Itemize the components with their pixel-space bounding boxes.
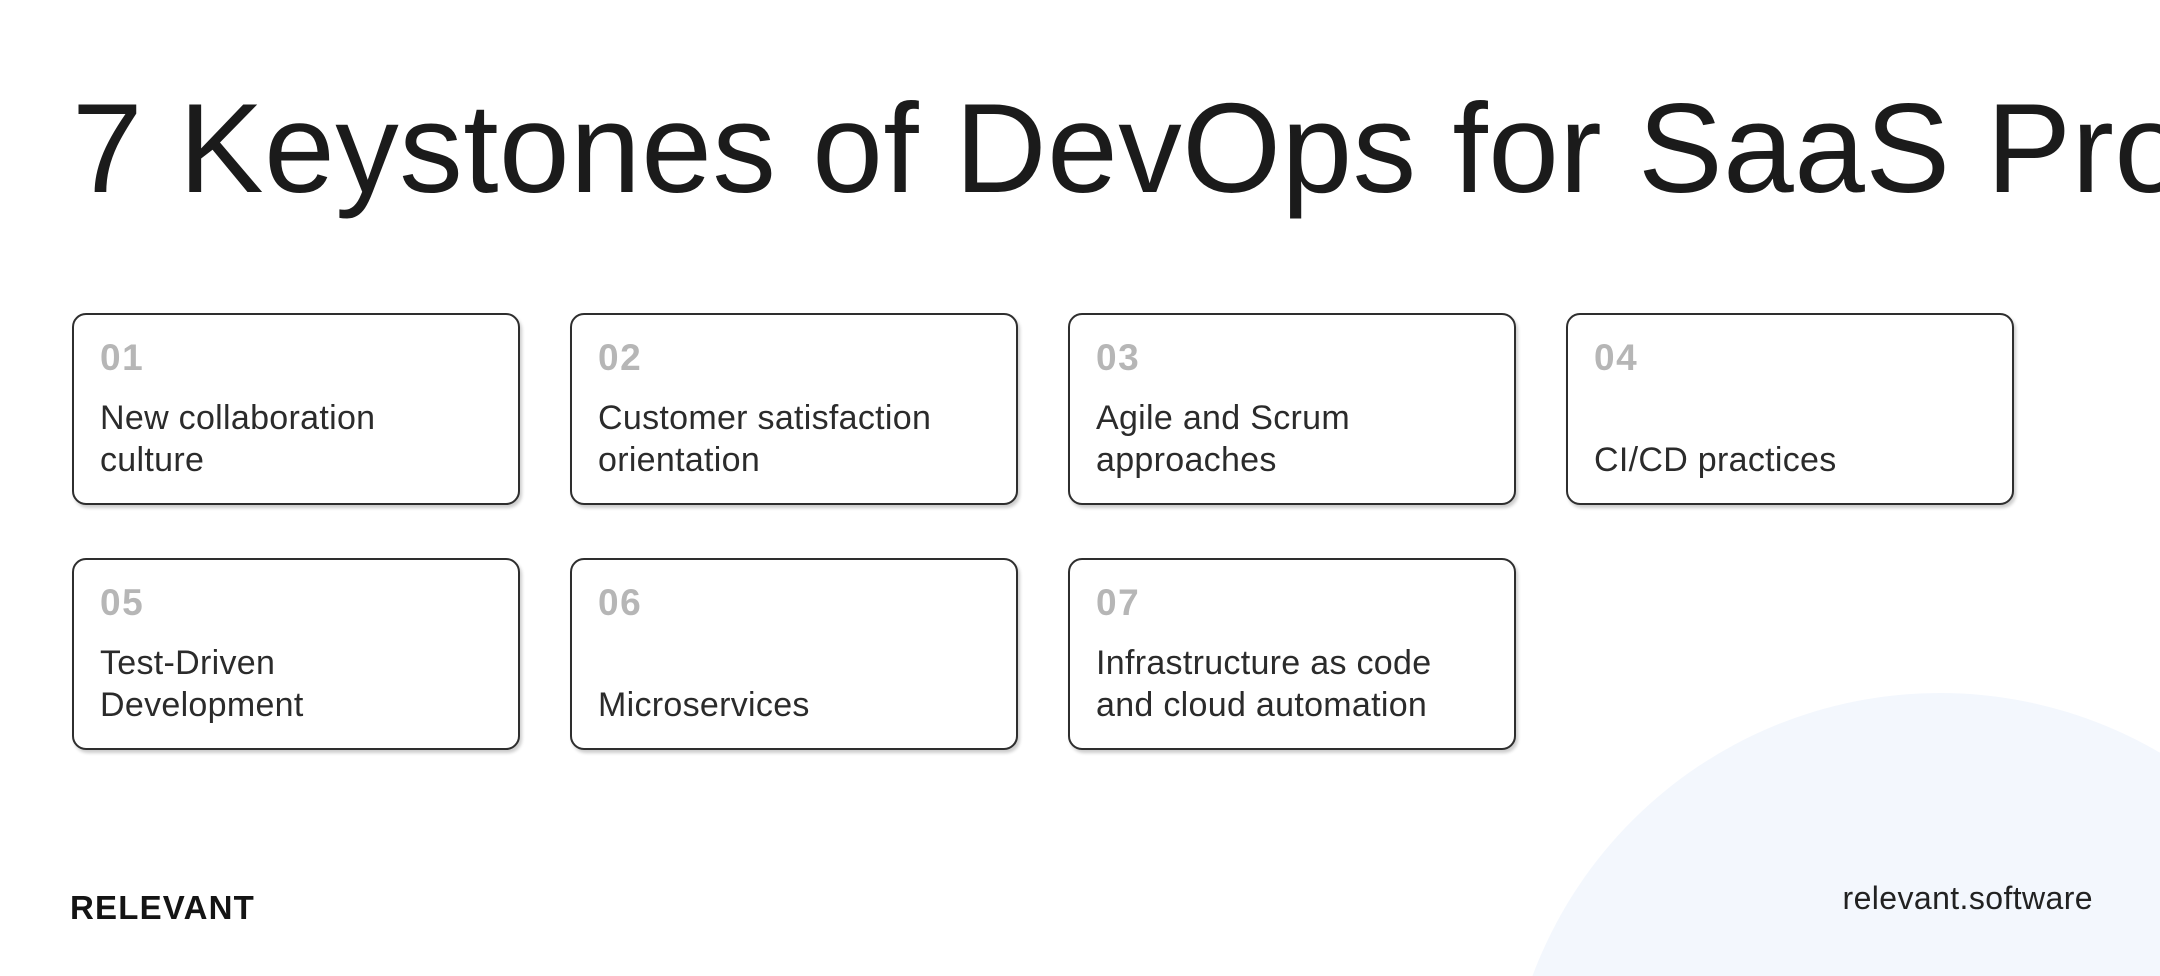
card-label: CI/CD practices [1594, 440, 1837, 479]
website-text: relevant.software [1842, 880, 2093, 916]
keystone-card-06: 06 Microservices [570, 558, 1018, 750]
card-label: Test-Driven Development [100, 644, 304, 724]
keystone-card-02: 02 Customer satisfaction orientation [570, 313, 1018, 505]
keystone-cards-grid: 01 New collaboration culture 02 Customer… [72, 313, 2022, 750]
card-label: Microservices [598, 685, 810, 724]
relevant-logo: RELEVANT [70, 889, 255, 926]
card-number: 07 [1096, 582, 1141, 623]
card-number: 01 [100, 337, 145, 378]
card-label: Customer satisfaction orientation [598, 399, 932, 479]
card-label: Infrastructure as code and cloud automat… [1096, 644, 1432, 724]
card-number: 05 [100, 582, 145, 623]
keystone-card-07: 07 Infrastructure as code and cloud auto… [1068, 558, 1516, 750]
keystone-card-03: 03 Agile and Scrum approaches [1068, 313, 1516, 505]
card-label: Agile and Scrum approaches [1096, 399, 1350, 479]
card-number: 03 [1096, 337, 1141, 378]
keystone-card-05: 05 Test-Driven Development [72, 558, 520, 750]
keystone-card-01: 01 New collaboration culture [72, 313, 520, 505]
page-title: 7 Keystones of DevOps for SaaS Project [72, 77, 2160, 219]
card-number: 06 [598, 582, 643, 623]
card-number: 04 [1594, 337, 1639, 378]
card-label: New collaboration culture [100, 399, 376, 479]
keystone-card-04: 04 CI/CD practices [1566, 313, 2014, 505]
card-number: 02 [598, 337, 643, 378]
